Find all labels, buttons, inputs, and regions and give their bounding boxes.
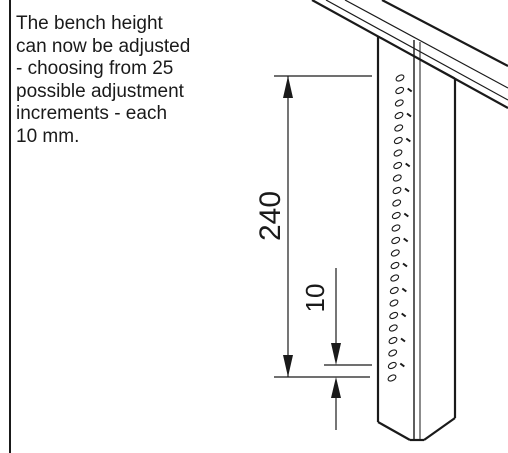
hole-marking: [400, 337, 406, 343]
hole-marking: [406, 112, 412, 118]
adjustment-hole: [390, 249, 400, 257]
adjustment-hole: [387, 374, 397, 382]
hole-marking: [401, 312, 407, 318]
hole-marking: [407, 87, 413, 93]
adjustment-hole: [393, 136, 403, 145]
hole-marking: [405, 137, 411, 143]
adjustment-hole: [391, 224, 401, 232]
caption-line-4: possible adjustment: [16, 80, 184, 102]
hole-marking: [403, 237, 409, 243]
arrowhead-up: [283, 76, 293, 98]
adjustment-holes: [387, 74, 413, 382]
adjustment-hole: [394, 99, 404, 107]
adjustment-hole: [390, 274, 400, 282]
adjustment-hole: [394, 111, 404, 120]
arrowhead-down: [283, 355, 293, 377]
adjustment-hole: [393, 161, 403, 170]
dimension-240: 240: [254, 76, 293, 377]
caption-text: The bench height can now be adjusted - c…: [16, 13, 266, 148]
extension-lines: [274, 75, 372, 378]
adjustment-hole: [390, 261, 400, 270]
adjustment-hole: [391, 211, 401, 220]
dimension-label-240: 240: [254, 191, 287, 241]
hole-marking: [401, 287, 407, 293]
adjustment-hole: [389, 311, 399, 320]
caption-line-1: The bench height: [16, 13, 163, 34]
adjustment-hole: [387, 361, 397, 370]
bench-top-rail: [311, 0, 508, 109]
hole-marking: [405, 162, 411, 168]
caption-line-3: - choosing from 25: [16, 58, 174, 79]
caption-line-2: can now be adjusted: [16, 35, 191, 57]
adjustment-hole: [392, 199, 402, 207]
arrowhead-up-small: [331, 377, 341, 398]
adjustment-hole: [395, 74, 405, 82]
adjustment-hole: [388, 336, 398, 345]
adjustment-hole: [391, 236, 401, 245]
hole-marking: [404, 187, 410, 193]
arrowhead-down-small: [331, 343, 341, 365]
hole-marking: [402, 262, 408, 268]
bench-leg: [376, 36, 457, 442]
adjustment-hole: [388, 324, 398, 332]
adjustment-hole: [394, 124, 404, 132]
caption-line-6: 10 mm.: [16, 125, 80, 147]
hole-marking: [403, 212, 409, 218]
caption-line-5: increments - each: [16, 103, 168, 124]
dimension-label-10: 10: [300, 284, 330, 313]
adjustment-hole: [389, 299, 399, 307]
adjustment-hole: [389, 286, 399, 295]
adjustment-hole: [392, 174, 402, 182]
adjustment-hole: [395, 86, 405, 95]
adjustment-hole: [393, 149, 403, 157]
hole-marking: [399, 362, 405, 368]
adjustment-hole: [392, 186, 402, 195]
dimension-10: 10: [300, 268, 341, 430]
adjustment-hole: [388, 349, 398, 357]
